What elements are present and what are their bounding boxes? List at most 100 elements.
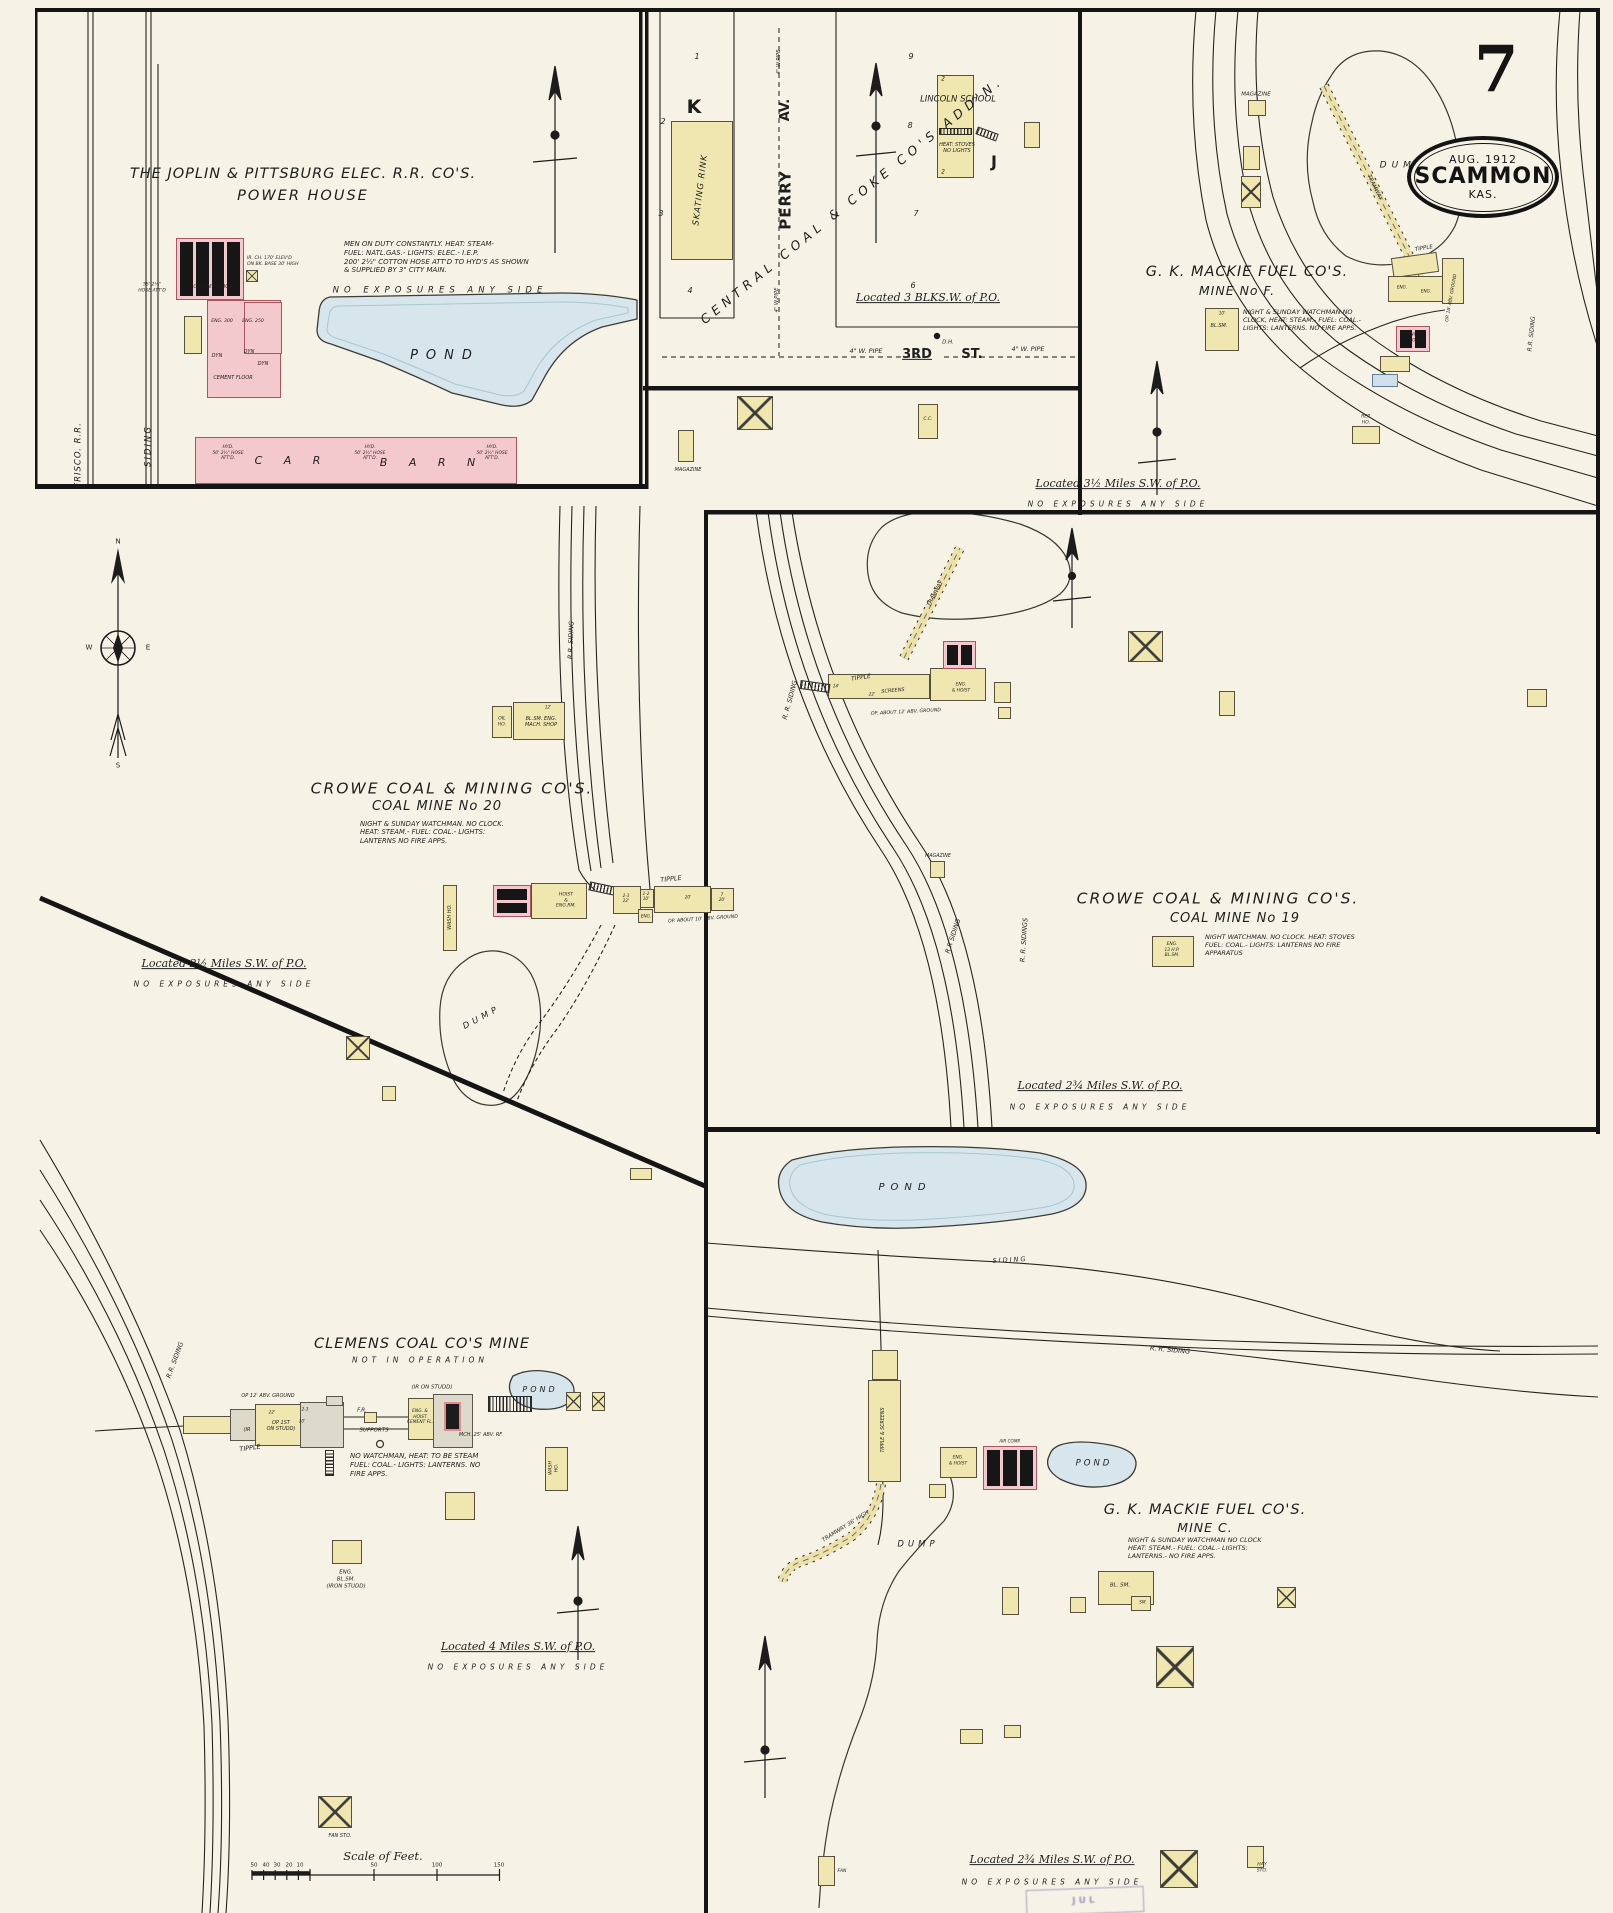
map-label: F.R. bbox=[357, 1407, 367, 1414]
shed-c1 bbox=[929, 1484, 946, 1498]
school-porch bbox=[939, 128, 972, 135]
magazine-f bbox=[1248, 100, 1266, 116]
dump-outlines bbox=[439, 50, 1463, 1909]
shed-19b bbox=[1527, 689, 1547, 707]
map-label: DYN bbox=[243, 348, 255, 355]
map-label: MCH. 25' ABV. RF. bbox=[458, 1431, 504, 1438]
car-barn bbox=[195, 437, 517, 484]
pond-label-powerhouse: POND bbox=[410, 347, 480, 363]
map-label: 2 bbox=[941, 75, 945, 83]
map-label: SM. bbox=[1139, 1599, 1147, 1605]
map-label: 2-3 22' bbox=[622, 892, 630, 903]
mine-19-title-2: COAL MINE No 19 bbox=[1169, 910, 1301, 926]
map-label: ENG. BL.SM. (IRON STUDD) bbox=[326, 1569, 366, 1590]
map-label: D.H. bbox=[942, 339, 954, 346]
fan-house-clemens bbox=[318, 1796, 352, 1828]
tipple-20-d bbox=[711, 888, 734, 911]
eng-blacksmith-19 bbox=[1152, 936, 1194, 967]
located-mine-19: Located 2¾ Miles S.W. of P.O. bbox=[1017, 1079, 1183, 1093]
map-label: ENG. & HOIST bbox=[948, 1455, 968, 1467]
map-label: ENG. 250 bbox=[242, 319, 264, 325]
tipple-label-clemens: TIPPLE bbox=[238, 1442, 262, 1454]
map-label: 4" W. PIPE bbox=[1011, 344, 1045, 353]
fan-house-c bbox=[818, 1856, 835, 1886]
shed-f3 bbox=[1024, 122, 1040, 148]
blacksmith-f bbox=[1205, 308, 1239, 351]
shed-19a bbox=[1219, 691, 1235, 716]
machine-shop-20 bbox=[513, 702, 565, 740]
mine-f-title-2: MINE No F. bbox=[1198, 283, 1276, 299]
located-clemens: Located 4 Miles S.W. of P.O. bbox=[440, 1640, 596, 1654]
clemens-note: NO WATCHMAN, HEAT: TO BE STEAM FUEL: COA… bbox=[350, 1452, 481, 1478]
crossed-shed-c3 bbox=[1160, 1850, 1198, 1888]
map-label: 7 bbox=[913, 209, 919, 218]
eng-hoist-f bbox=[1396, 326, 1430, 352]
map-label: HYD. 50' 2½" HOSE ATT'D. bbox=[212, 444, 244, 461]
mine-c-title-1: G. K. MACKIE FUEL CO'S. bbox=[1103, 1501, 1307, 1518]
tipple-screens-c bbox=[868, 1380, 901, 1482]
shed-f4 bbox=[1380, 356, 1410, 372]
map-label: AIR COMP. bbox=[999, 1438, 1021, 1444]
mine-19-note: NIGHT WATCHMAN. NO CLOCK. HEAT: STOVES F… bbox=[1205, 933, 1355, 958]
dump-label-c: DUMP bbox=[897, 1539, 939, 1550]
shed-c5 bbox=[1004, 1725, 1021, 1738]
magazine-label-2: MAGAZINE bbox=[674, 466, 702, 473]
crossed-shed-mid bbox=[737, 396, 773, 430]
map-label: OP. ABOUT 12' ABV. GROUND bbox=[870, 708, 942, 717]
map-label: IR. CH. 170' ELEV'D ON BK. BASE 30' HIGH bbox=[247, 256, 299, 267]
map-label: 4" W.PIPE bbox=[773, 287, 780, 313]
map-label: BL.SM. ENG. MACH. SHOP bbox=[524, 715, 558, 728]
dump-label-20: DUMP bbox=[461, 1003, 503, 1032]
located-mine-c: Located 2¾ Miles S.W. of P.O. bbox=[969, 1853, 1135, 1867]
map-label: 4 bbox=[687, 286, 693, 295]
located-school: Located 3 BLKS.W. of P.O. bbox=[856, 291, 1000, 305]
bridge-shed-clemens bbox=[364, 1412, 377, 1423]
perry-av-label: PERRY bbox=[776, 170, 795, 230]
tipple-clemens-c bbox=[300, 1402, 344, 1448]
map-label: DYN bbox=[211, 352, 223, 359]
shed-c2 bbox=[1002, 1587, 1019, 1615]
map-label: 2 bbox=[941, 168, 945, 176]
pond-label-c1: POND bbox=[878, 1181, 932, 1193]
clemens-subtitle: NOT IN OPERATION bbox=[352, 1355, 488, 1365]
map-label: FAN STO. bbox=[328, 1832, 352, 1839]
map-label: OP 1ST ON STUDD) bbox=[266, 1419, 296, 1432]
map-label: 22' bbox=[268, 1409, 276, 1415]
map-label: ENG. 13 H.P. BL.SM. bbox=[1164, 941, 1180, 958]
map-label: 2 bbox=[660, 117, 666, 126]
engine-20 bbox=[638, 909, 653, 923]
map-label: 4" W.PIPE bbox=[775, 49, 782, 75]
received-stamp: JUL bbox=[1025, 1885, 1145, 1913]
map-label: TRAMWAY bbox=[1365, 173, 1384, 202]
tipple-clemens-b bbox=[255, 1404, 301, 1446]
map-label: OIL HO. bbox=[497, 716, 507, 727]
mine-20-title-2: COAL MINE No 20 bbox=[371, 798, 503, 814]
dump-label-f: DUMP bbox=[1379, 160, 1427, 171]
map-label: WASH HO. bbox=[446, 904, 453, 930]
mine-f-note: NIGHT & SUNDAY WATCHMAN NO CLOCK, HEAT: … bbox=[1243, 308, 1361, 333]
third-st-label: 3RD bbox=[902, 346, 932, 362]
siding-label-c: SIDING bbox=[992, 1255, 1028, 1265]
mine-19-title-1: CROWE COAL & MINING CO'S. bbox=[1076, 889, 1360, 908]
shed-clemens-3 bbox=[630, 1168, 652, 1180]
crossed-shed-c2 bbox=[1156, 1646, 1194, 1688]
map-label: 50 bbox=[370, 1862, 378, 1869]
map-label: DYN bbox=[257, 360, 269, 367]
panel-borders bbox=[35, 8, 1600, 1913]
rr-siding-label-20: R.R. SIDING bbox=[566, 620, 576, 660]
pond-label-clemens: POND bbox=[522, 1385, 558, 1394]
boilers-19 bbox=[943, 641, 976, 669]
pond-label-c2: POND bbox=[1075, 1458, 1113, 1469]
shed-c4 bbox=[960, 1729, 983, 1744]
magazine-label-19: MAGAZINE bbox=[925, 854, 951, 860]
shed-clemens-2 bbox=[382, 1086, 396, 1101]
siding-label-frisco: SIDING bbox=[143, 425, 154, 467]
chimney-base bbox=[246, 270, 258, 282]
map-label: 1-2 10' bbox=[642, 890, 650, 901]
map-label: 8 bbox=[907, 121, 913, 130]
tipple-20-a bbox=[613, 886, 641, 914]
frisco-rr-label: FRISCO. R.R. bbox=[73, 422, 84, 488]
